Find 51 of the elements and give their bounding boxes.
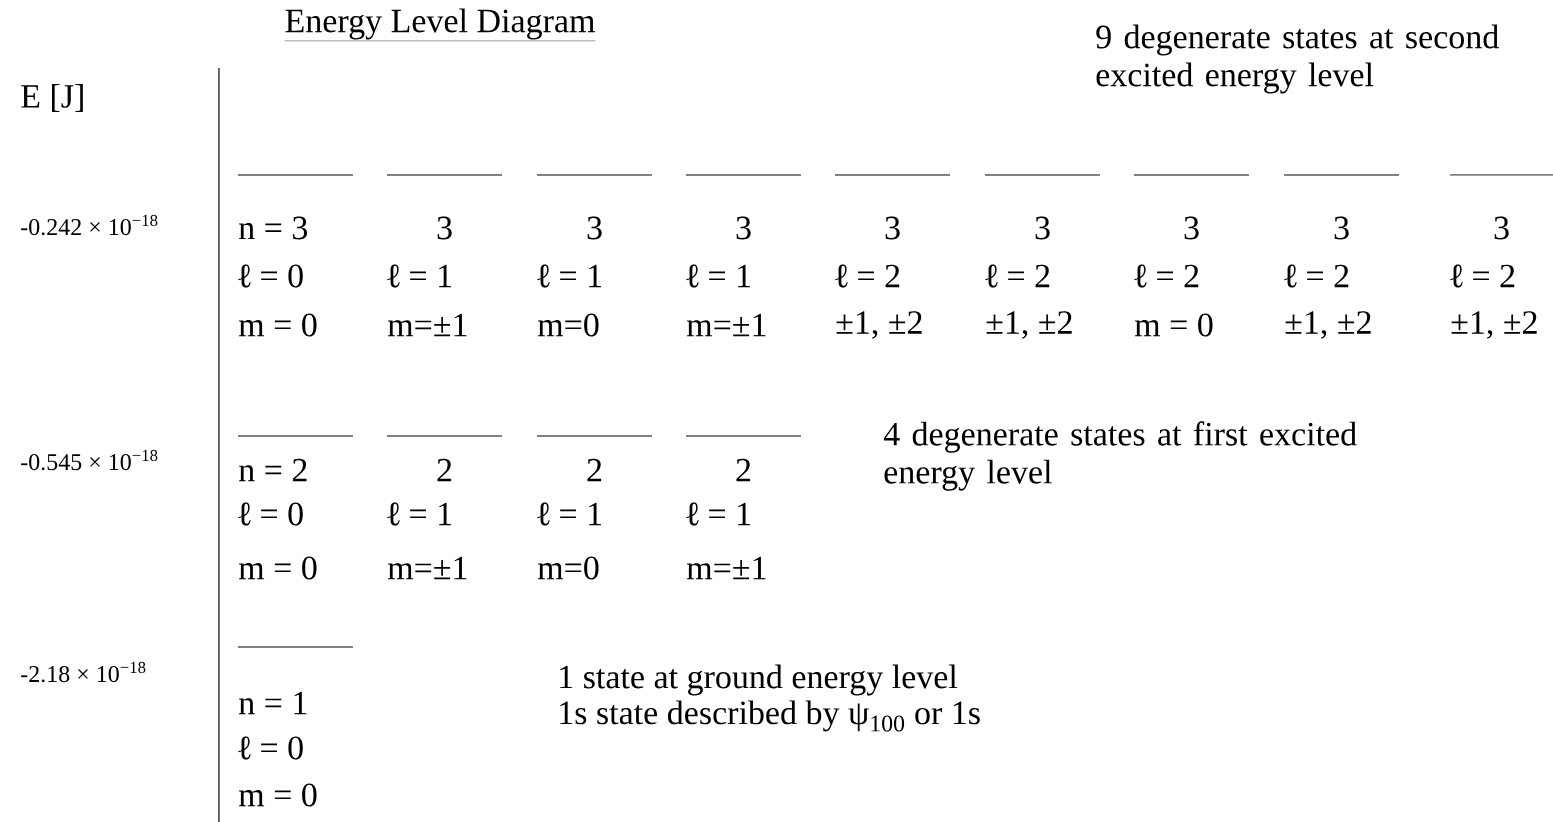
quantum-number: ±1, ±2 [1451,311,1537,339]
tick-label: -0.545 × 10$^{−18}$ [21,449,158,471]
quantum-number: 3 [1035,216,1050,240]
quantum-number: m = 0 [238,313,317,337]
quantum-number: ℓ = 2 [1450,264,1515,288]
quantum-number: m=±1 [387,313,467,337]
quantum-number: ℓ = 1 [387,502,452,526]
quantum-number: m=±1 [387,556,467,580]
quantum-number: 3 [736,216,751,240]
quantum-number: ±1, ±2 [836,311,922,339]
quantum-number: 3 [1334,216,1349,240]
quantum-number: n = 2 [239,458,307,482]
quantum-number: ℓ = 2 [1284,264,1349,288]
diagram-title: Energy Level Diagram [284,8,596,42]
quantum-number: 3 [885,216,900,240]
quantum-number: m=±1 [686,556,766,580]
annotation-text: 1s state described by ψ$_{100}$ or 1s [560,700,980,732]
quantum-number: ℓ = 1 [387,264,452,288]
quantum-number: 2 [736,458,751,482]
quantum-number: 2 [437,458,452,482]
quantum-number: ℓ = 1 [537,264,602,288]
annotation-text: 1 state at ground energy level [560,664,958,696]
quantum-number: ℓ = 0 [238,502,303,526]
quantum-number: n = 3 [239,216,308,240]
quantum-number: ℓ = 0 [238,264,303,288]
quantum-number: 2 [587,458,602,482]
quantum-number: ℓ = 1 [686,502,751,526]
annotation-text: 4 degenerate states at first excited energy level [883,421,1357,491]
tick-label: -0.242 × 10$^{−18}$ [21,214,158,236]
annotation-text: 9 degenerate states at second excited energy level [1096,24,1499,94]
quantum-number: n = 1 [239,691,307,715]
quantum-number: ±1, ±2 [1285,311,1371,339]
quantum-number: m = 0 [238,783,317,807]
quantum-number: ℓ = 2 [835,264,900,288]
quantum-number: 3 [437,216,452,240]
quantum-number: ℓ = 1 [537,502,602,526]
quantum-number: ℓ = 1 [686,264,751,288]
axis-label: E [J] [21,83,83,113]
quantum-number: m=0 [537,313,599,337]
quantum-number: m=0 [537,556,599,580]
quantum-number: ℓ = 2 [985,264,1050,288]
quantum-number: ±1, ±2 [986,311,1072,339]
quantum-number: ℓ = 2 [1134,264,1199,288]
quantum-number: 3 [587,216,602,240]
quantum-number: m = 0 [238,556,317,580]
quantum-number: m = 0 [1134,313,1213,337]
quantum-number: 3 [1494,216,1509,240]
tick-label: -2.18 × 10$^{−18}$ [21,661,146,683]
quantum-number: ℓ = 0 [238,736,303,760]
quantum-number: 3 [1184,216,1199,240]
quantum-number: m=±1 [686,313,766,337]
